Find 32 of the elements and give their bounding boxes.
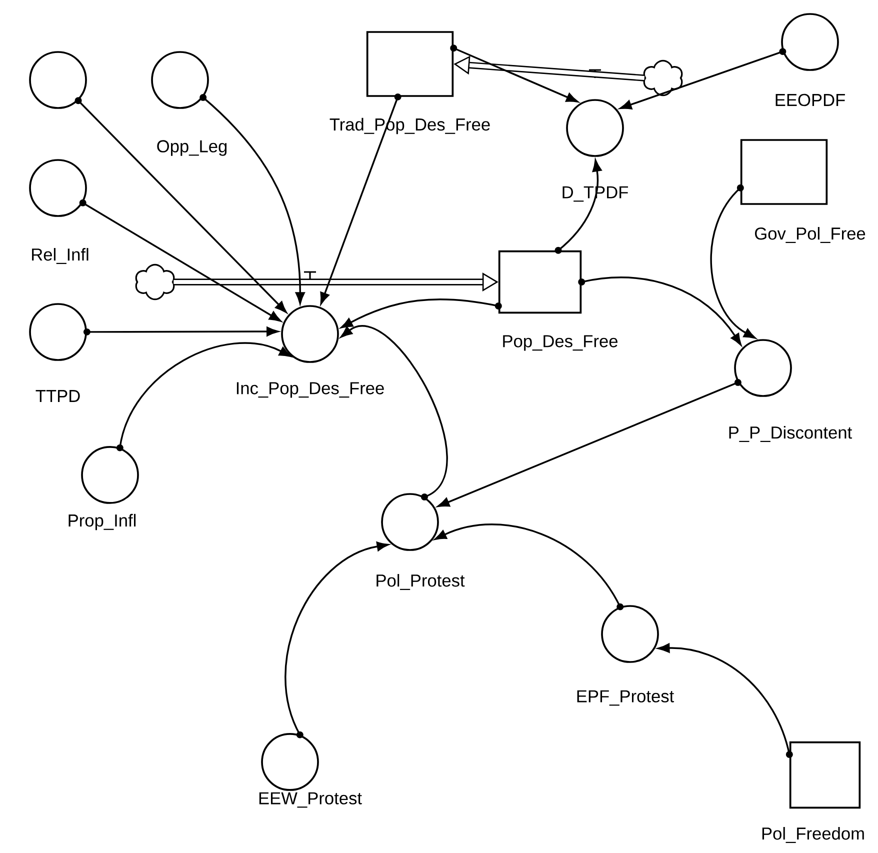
- connector-arrow: [79, 199, 282, 322]
- cloud-symbol: [643, 60, 683, 96]
- variable-label: Rel_Infl: [32, 248, 88, 264]
- variable-label: EEOPDF: [776, 94, 845, 106]
- cloud-symbol: [135, 264, 175, 300]
- variable-label: Opp_Leg: [157, 140, 227, 156]
- variable-label: Pol_Freedom: [762, 826, 864, 843]
- connector-arrow: [434, 524, 624, 610]
- connector-arrow: [710, 184, 756, 339]
- connector-arrow: [450, 44, 578, 102]
- connector-arrow: [658, 643, 793, 758]
- variable-label: Pop_Des_Free: [503, 335, 618, 351]
- connector-arrow: [578, 276, 742, 346]
- variable-label: Pol_Protest: [376, 574, 465, 590]
- connector-arrow: [284, 542, 389, 738]
- variable-label: Inc_Pop_Des_Free: [236, 382, 384, 398]
- connector-arrow: [200, 94, 305, 304]
- connector-arrow: [340, 325, 448, 500]
- variable-label: EPF_Protest: [577, 690, 674, 706]
- connector-arrow: [116, 342, 292, 452]
- variable-label: Prop_Infl: [68, 514, 136, 530]
- variable-label: TTPD: [36, 390, 80, 402]
- variable-label: Gov_Pol_Free: [755, 227, 866, 243]
- variable-label: EEW_Protest: [259, 792, 362, 808]
- auxiliary-circle: [29, 51, 87, 109]
- connector-arrow: [340, 298, 502, 328]
- connector-arrow: [320, 93, 402, 304]
- connector-arrow: [438, 379, 742, 507]
- connector-arrow: [620, 48, 786, 110]
- connector-arrow: [74, 97, 287, 313]
- connector-arrow: [83, 326, 278, 336]
- variable-label: P_P_Discontent: [729, 426, 852, 442]
